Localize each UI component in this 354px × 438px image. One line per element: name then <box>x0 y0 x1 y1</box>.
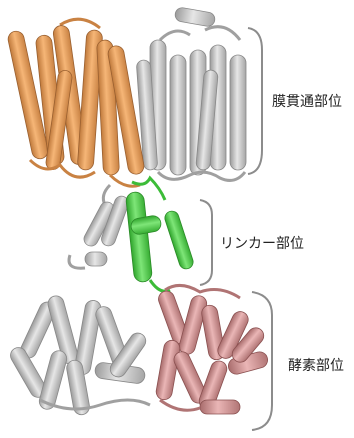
membrane-bracket <box>248 28 262 174</box>
linker-domain-label: リンカー部位 <box>220 233 304 253</box>
linker-bracket <box>200 200 212 285</box>
membrane-domain-gray-chain <box>136 7 246 181</box>
enzyme-domain-pink <box>155 285 269 414</box>
linker-domain-gray <box>69 185 130 268</box>
membrane-domain-orange-chain <box>7 19 146 186</box>
enzyme-domain-label: 酵素部位 <box>288 355 344 375</box>
linker-domain-green <box>125 178 195 291</box>
enzyme-domain-gray <box>8 294 150 416</box>
membrane-domain-label: 膜貫通部位 <box>272 91 342 111</box>
